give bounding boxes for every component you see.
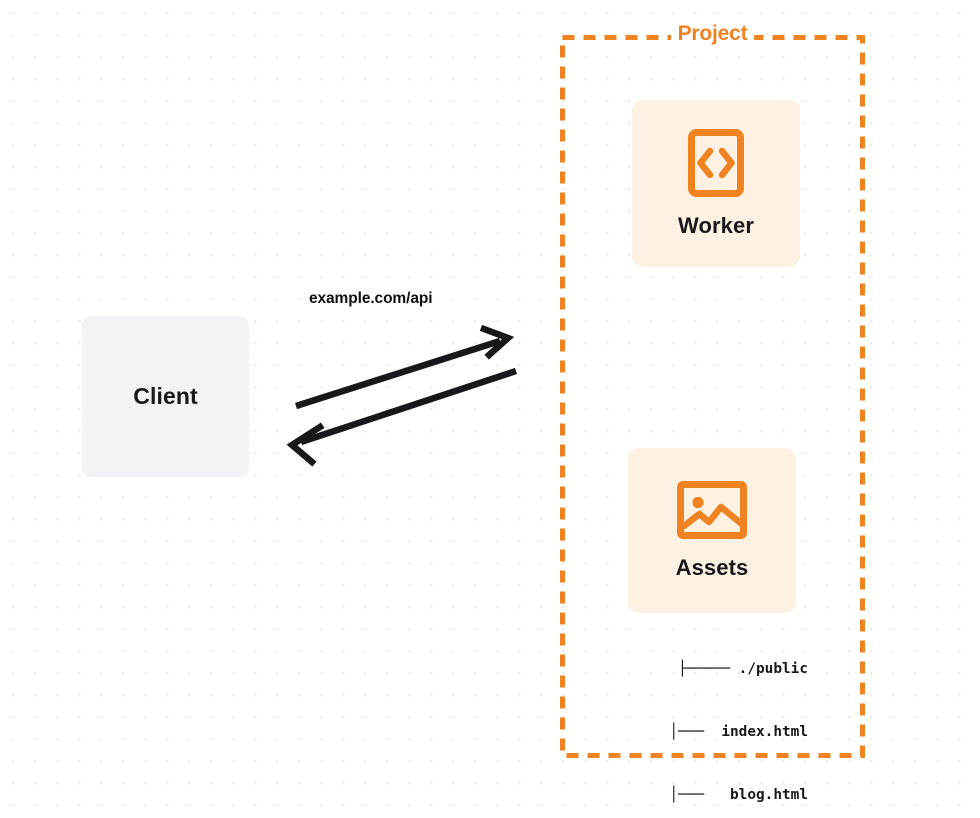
file-tree-row: │─── blog.html	[669, 787, 808, 803]
file-tree-row: │─── index.html	[669, 724, 808, 740]
assets-node[interactable]: Assets	[628, 448, 796, 613]
assets-node-label: Assets	[675, 554, 749, 580]
assets-file-tree: ├───── ./public │─── index.html │─── blo…	[608, 617, 808, 818]
request-arrow	[295, 324, 515, 410]
connection-label: example.com/api	[309, 290, 433, 307]
client-node[interactable]: Client	[82, 316, 249, 477]
project-title: Project	[670, 22, 755, 46]
client-node-label: Client	[133, 383, 198, 409]
response-arrow	[286, 367, 518, 467]
file-tree-row: ├───── ./public	[678, 661, 808, 677]
code-brackets-icon	[688, 128, 744, 197]
image-picture-icon	[677, 480, 747, 539]
worker-node-label: Worker	[678, 212, 754, 238]
worker-node[interactable]: Worker	[632, 100, 800, 267]
project-container[interactable]: Project Worker Assets ├───── ./public │─…	[560, 22, 865, 803]
